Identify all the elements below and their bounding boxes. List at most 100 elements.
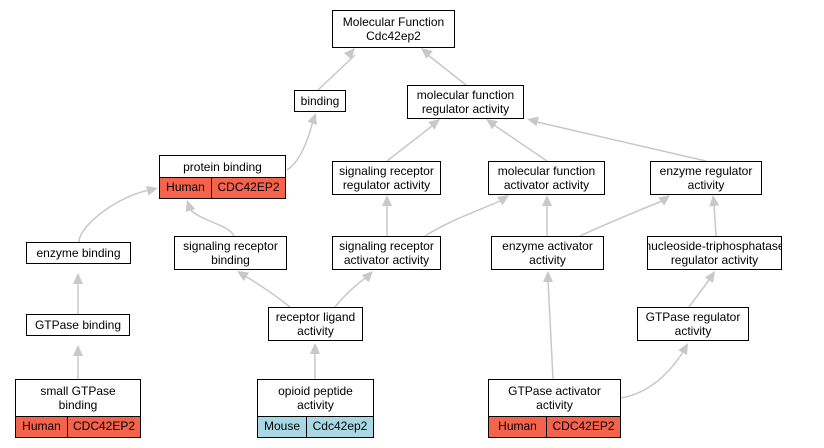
node-label-line: enzyme binding [36,246,121,260]
node-signaling-receptor-activator-activity[interactable]: signaling receptor activator activity [332,236,441,270]
node-receptor-ligand-activity[interactable]: receptor ligand activity [268,307,363,341]
edge-line [189,208,235,237]
node-label: enzyme regulator activity [651,162,761,194]
edge-line [317,54,356,91]
node-label: GTPase activator activity [489,380,620,416]
edge-line [713,203,717,237]
node-label: signaling receptor activator activity [333,237,440,269]
annotation-row: Human CDC42EP2 [489,416,620,437]
node-label-line: protein binding [183,159,262,174]
edge-arrowhead [709,195,720,207]
node-label: receptor ligand activity [269,308,362,340]
node-gtpase-regulator-activity[interactable]: GTPase regulator activity [637,307,749,341]
node-signaling-receptor-binding[interactable]: signaling receptor binding [174,236,287,270]
node-label-line: activity [674,324,712,338]
node-enzyme-activator-activity[interactable]: enzyme activator activity [491,236,604,270]
node-gtpase-binding[interactable]: GTPase binding [26,314,130,336]
gene-cell[interactable]: Cdc42ep2 [306,417,373,437]
node-label: signaling receptor regulator activity [333,162,440,194]
edge-arrowhead [428,119,440,130]
edge-line [78,189,151,243]
edge-line [334,276,368,308]
node-label: Molecular Function Cdc42ep2 [333,11,454,47]
node-label: enzyme activator activity [492,237,603,269]
node-label-line: regulator activity [342,178,431,192]
edge-line [427,54,467,86]
node-label-line: activity [536,398,573,412]
edge-line [579,200,663,237]
edge-arrowhead [237,271,249,282]
node-label: opioid peptide activity [258,380,373,416]
species-cell: Human [498,419,537,433]
edge-arrowhead [486,119,498,130]
node-label: GTPase regulator activity [638,308,748,340]
node-label-line: activity [529,253,566,267]
node-molecular-function-regulator-activity[interactable]: molecular function regulator activity [407,85,524,119]
node-label-line: small GTPase [40,384,116,398]
edge-line [547,279,554,380]
edge-line [620,351,684,399]
annotation-row: Human CDC42EP2 [16,416,140,437]
gene-cell[interactable]: CDC42EP2 [67,417,140,437]
species-cell: Human [22,419,61,433]
edge-line [688,279,710,308]
gene-cell[interactable]: CDC42EP2 [546,417,620,437]
edge-line [536,121,707,162]
node-molecular-function-root[interactable]: Molecular Function Cdc42ep2 [332,10,455,48]
node-label-line: signaling receptor [339,239,434,253]
annotation-row: Mouse Cdc42ep2 [258,416,373,437]
edge-arrowhead [361,271,373,283]
node-label-line: signaling receptor [339,164,434,178]
node-label-line: molecular function [416,88,515,102]
node-label: molecular function activator activity [489,162,604,194]
node-label-line: activity [687,178,725,192]
edge-arrowhead [382,195,392,206]
node-label-line: GTPase binding [34,318,122,332]
node-label-line: GTPase regulator [645,310,741,324]
node-gtpase-activator-activity[interactable]: GTPase activator activity Human CDC42EP2 [488,379,621,438]
node-label-line: activator activity [343,253,430,267]
node-label-line: enzyme regulator [659,164,753,178]
node-label-line: activator activity [503,178,590,192]
node-label-line: receptor ligand [275,310,356,324]
node-label-line: Molecular Function [342,15,445,29]
node-label: protein binding [160,156,285,177]
node-label: binding [295,91,345,111]
node-label: GTPase binding [27,315,129,335]
node-label-line: activity [297,324,334,338]
node-small-gtpase-binding[interactable]: small GTPase binding Human CDC42EP2 [15,379,141,438]
node-label-line: nucleoside-triphosphatase [647,239,782,253]
edge-arrowhead [421,48,433,59]
edge-line [424,200,501,237]
node-label-line: molecular function [497,164,596,178]
node-nucleoside-triphosphatase-regulator-activity[interactable]: nucleoside-triphosphatase regulator acti… [647,236,782,270]
node-label-line: regulator activity [670,253,759,267]
node-protein-binding[interactable]: protein binding Human CDC42EP2 [159,155,286,199]
gene-cell[interactable]: CDC42EP2 [211,178,285,198]
node-signaling-receptor-regulator-activity[interactable]: signaling receptor regulator activity [332,161,441,195]
edge-line [386,125,433,162]
node-label-line: regulator activity [421,102,510,116]
edge-arrowhead [658,195,670,206]
node-label-line: signaling receptor [183,239,278,253]
node-molecular-function-activator-activity[interactable]: molecular function activator activity [488,161,605,195]
node-label-line: binding [300,94,340,108]
node-label-line: Cdc42ep2 [366,29,421,43]
edge-arrowhead [704,271,715,283]
edge-arrowhead [527,116,539,127]
node-enzyme-regulator-activity[interactable]: enzyme regulator activity [650,161,762,195]
node-enzyme-binding[interactable]: enzyme binding [26,242,131,264]
node-label-line: binding [211,253,250,267]
edge-line [493,124,548,162]
edge-line [244,275,291,308]
node-label: molecular function regulator activity [408,86,523,118]
edge-arrowhead [678,343,688,356]
node-binding[interactable]: binding [294,90,346,112]
species-cell: Human [166,180,205,194]
edge-arrowhead [185,200,196,213]
node-label: small GTPase binding [16,380,140,416]
species-cell: Mouse [263,419,301,433]
node-label-line: binding [58,398,98,412]
node-opioid-peptide-activity[interactable]: opioid peptide activity Mouse Cdc42ep2 [257,379,374,438]
